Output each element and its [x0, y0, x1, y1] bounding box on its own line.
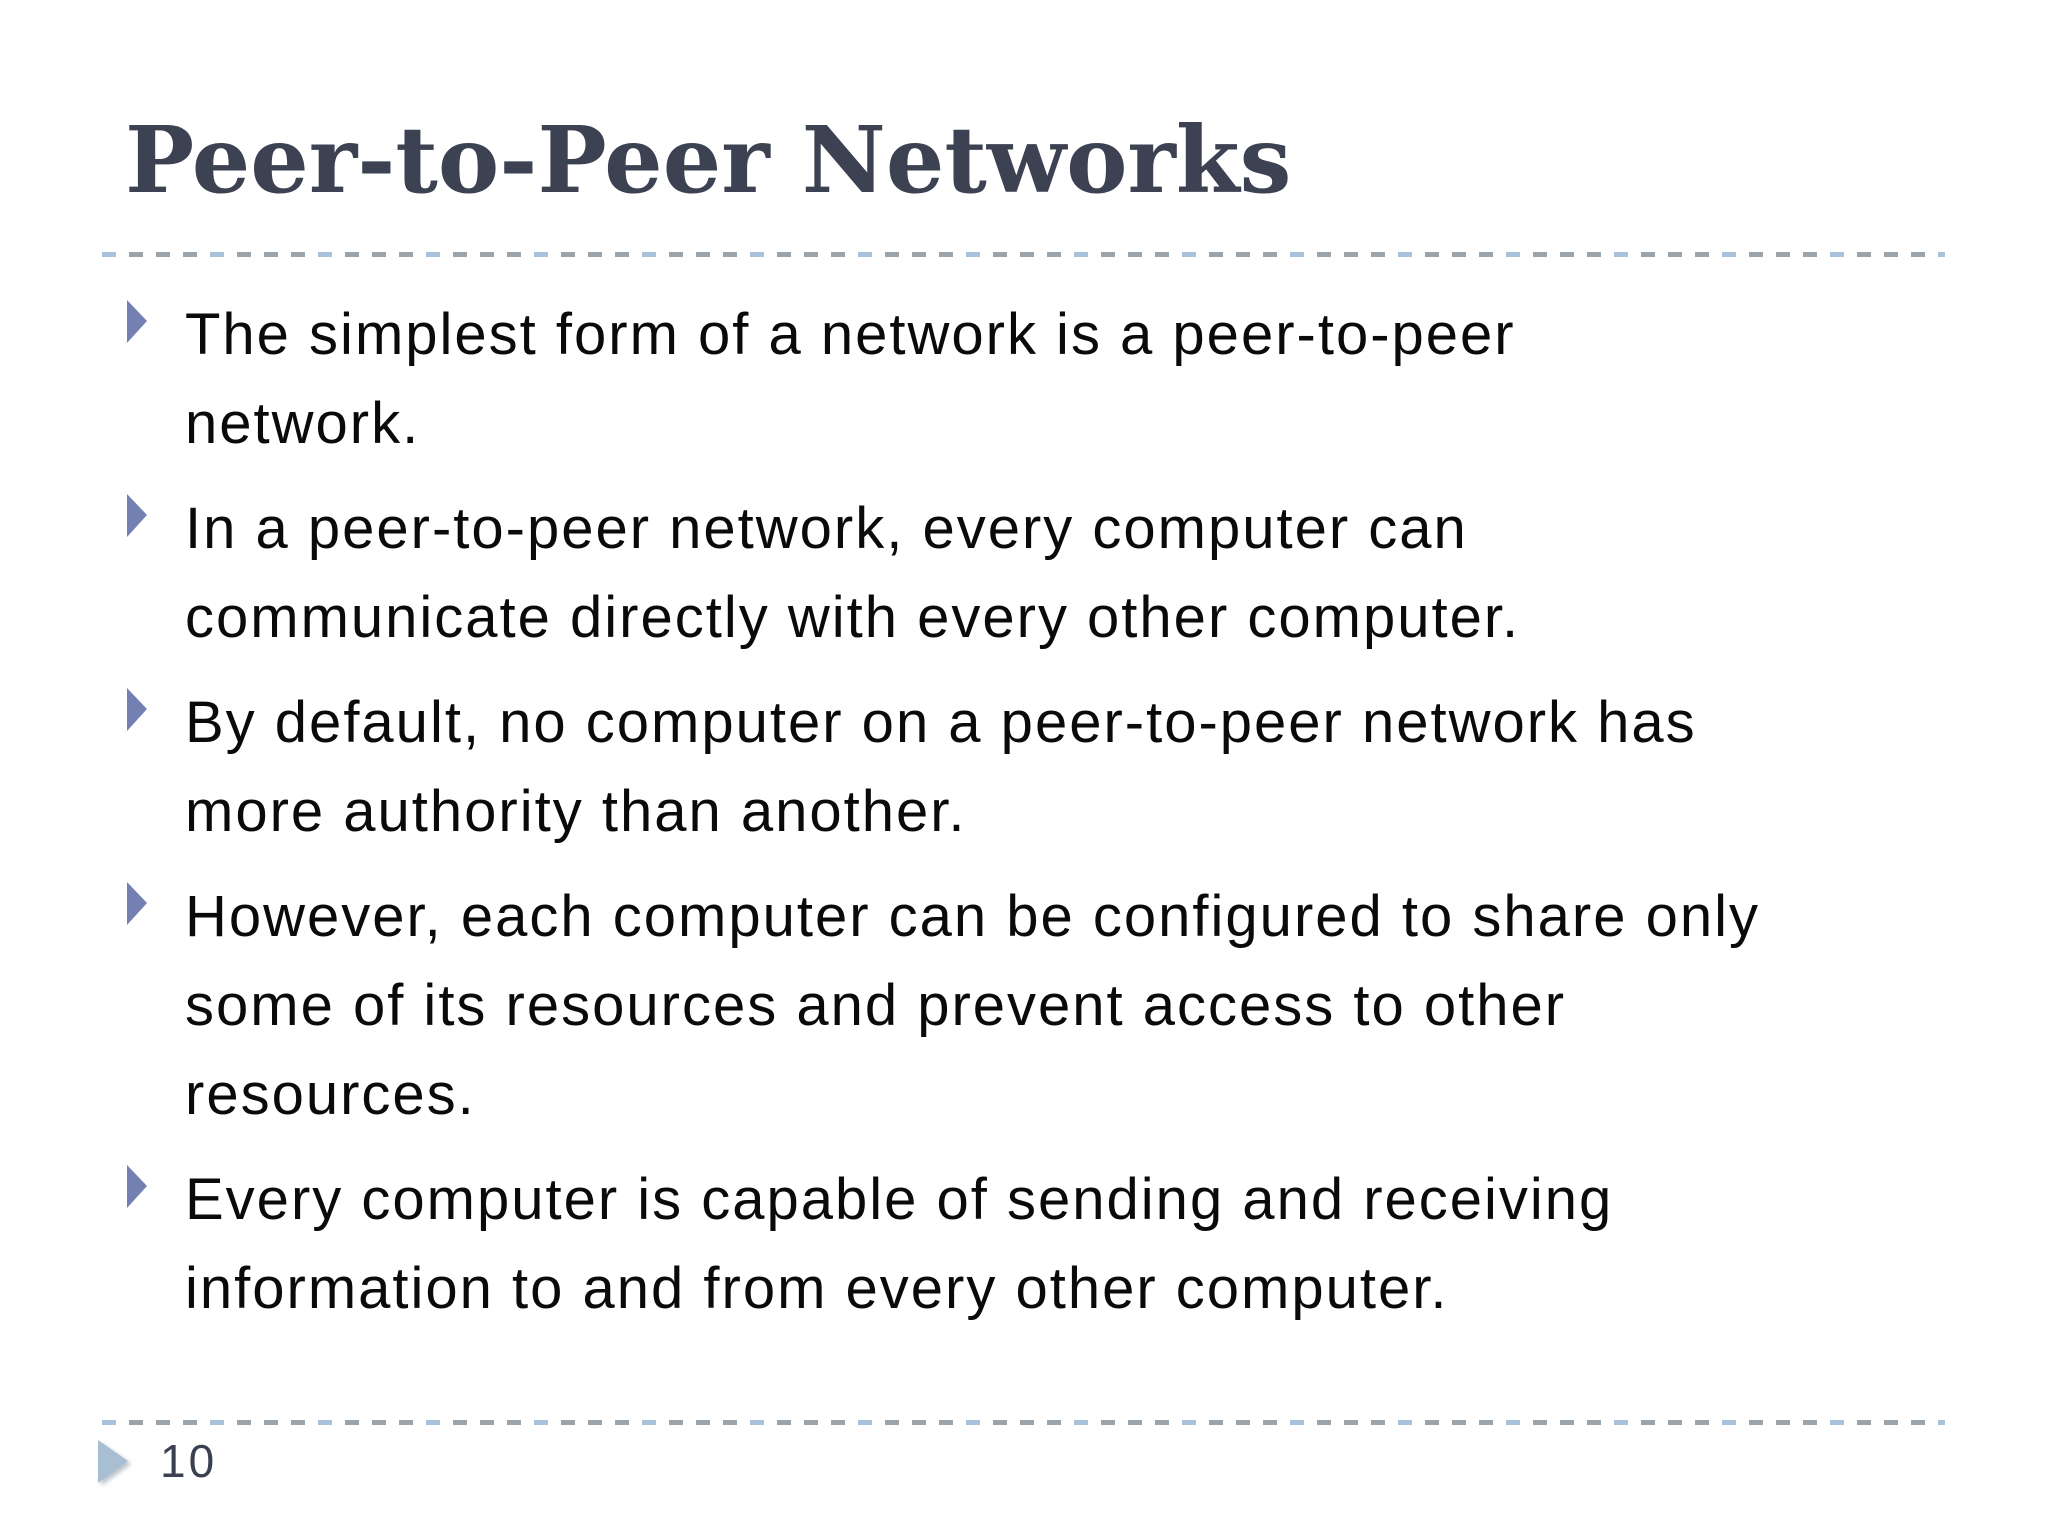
- bullet-list: The simplest form of a network is a peer…: [125, 290, 1985, 1349]
- bullet-right-triangle-icon: [127, 494, 147, 537]
- list-item: However, each computer can be configured…: [125, 872, 1985, 1139]
- bullet-right-triangle-icon: [127, 300, 147, 343]
- bullet-right-triangle-icon: [127, 1165, 147, 1208]
- list-item: The simplest form of a network is a peer…: [125, 290, 1985, 468]
- footer-divider-dashed-line: [102, 1420, 1945, 1425]
- bullet-right-triangle-icon: [127, 882, 147, 925]
- page-number: 10: [160, 1435, 218, 1487]
- list-item: By default, no computer on a peer-to-pee…: [125, 678, 1985, 856]
- list-item: In a peer-to-peer network, every compute…: [125, 484, 1985, 662]
- slide-title: Peer-to-Peer Networks: [125, 106, 1292, 214]
- bullet-text: By default, no computer on a peer-to-pee…: [185, 690, 1697, 844]
- list-item: Every computer is capable of sending and…: [125, 1155, 1985, 1333]
- bullet-text: Every computer is capable of sending and…: [185, 1167, 1614, 1321]
- bullet-text: However, each computer can be configured…: [185, 884, 1760, 1127]
- title-divider-dashed-line: [102, 252, 1945, 257]
- footer-right-triangle-icon: [98, 1440, 128, 1483]
- bullet-right-triangle-icon: [127, 688, 147, 731]
- bullet-text: The simplest form of a network is a peer…: [185, 302, 1516, 456]
- bullet-text: In a peer-to-peer network, every compute…: [185, 496, 1521, 650]
